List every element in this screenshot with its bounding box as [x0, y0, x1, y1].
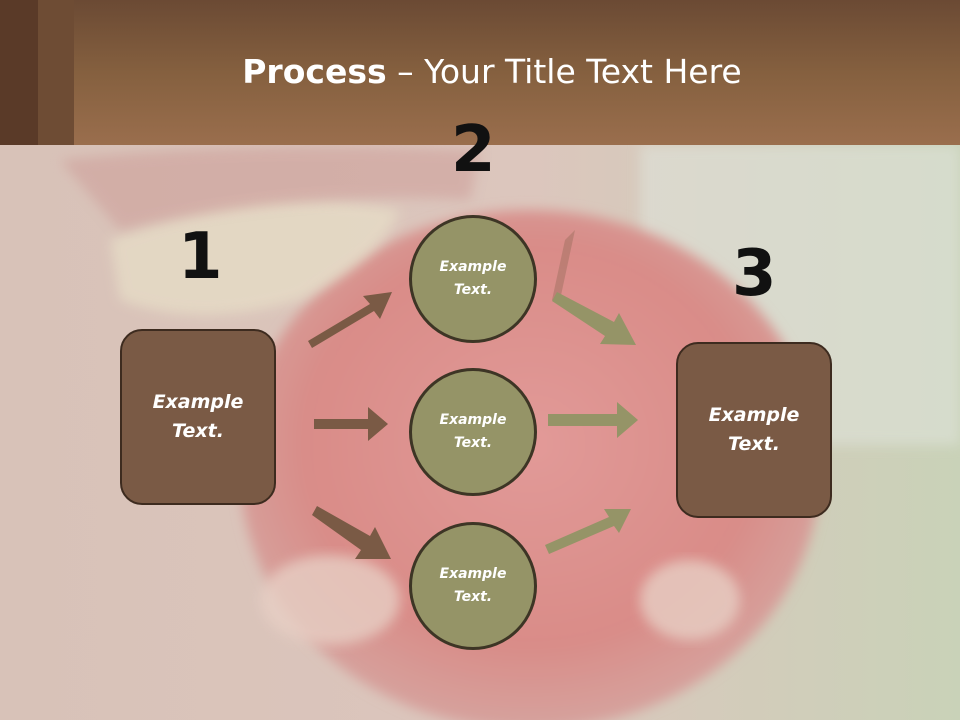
arrow-to-circle-bottom: [312, 506, 391, 559]
title-bold: Process: [242, 52, 387, 91]
circle-text-line: Text.: [453, 435, 493, 451]
box-text-line: Example: [708, 404, 800, 426]
arrow-from-circle-bottom: [545, 509, 631, 554]
step-number-3: 3: [732, 237, 777, 311]
title-rest: – Your Title Text Here: [386, 52, 742, 91]
step-2-circle-top[interactable]: Example Text.: [409, 215, 537, 343]
circle-text-line: Example: [439, 412, 507, 428]
step-number-2: 2: [451, 113, 496, 187]
title-bar: [0, 0, 960, 145]
slide-title[interactable]: Process – Your Title Text Here: [0, 52, 960, 91]
circle-text: Example Text.: [440, 256, 507, 302]
header-accent-stripe: [38, 0, 74, 145]
circle-text-line: Text.: [453, 282, 493, 298]
header-accent-stripe: [0, 0, 38, 145]
box-text-line: Text.: [728, 433, 780, 455]
circle-text-line: Text.: [453, 589, 493, 605]
box-text-line: Text.: [172, 420, 224, 442]
arrow-from-circle-top: [552, 292, 636, 345]
step-number-1: 1: [178, 220, 223, 294]
step-1-box-text: Example Text.: [153, 388, 244, 446]
step-3-box[interactable]: Example Text.: [676, 342, 832, 518]
arrow-from-circle-middle: [548, 402, 638, 438]
arrow-to-circle-top: [308, 292, 392, 348]
circle-text: Example Text.: [440, 409, 507, 455]
step-2-circle-middle[interactable]: Example Text.: [409, 368, 537, 496]
step-2-circle-bottom[interactable]: Example Text.: [409, 522, 537, 650]
circle-text-line: Example: [439, 566, 507, 582]
circle-text-line: Example: [439, 259, 507, 275]
box-text-line: Example: [152, 391, 244, 413]
step-1-box[interactable]: Example Text.: [120, 329, 276, 505]
arrow-to-circle-middle: [314, 407, 388, 441]
circle-text: Example Text.: [440, 563, 507, 609]
step-3-box-text: Example Text.: [709, 401, 800, 459]
